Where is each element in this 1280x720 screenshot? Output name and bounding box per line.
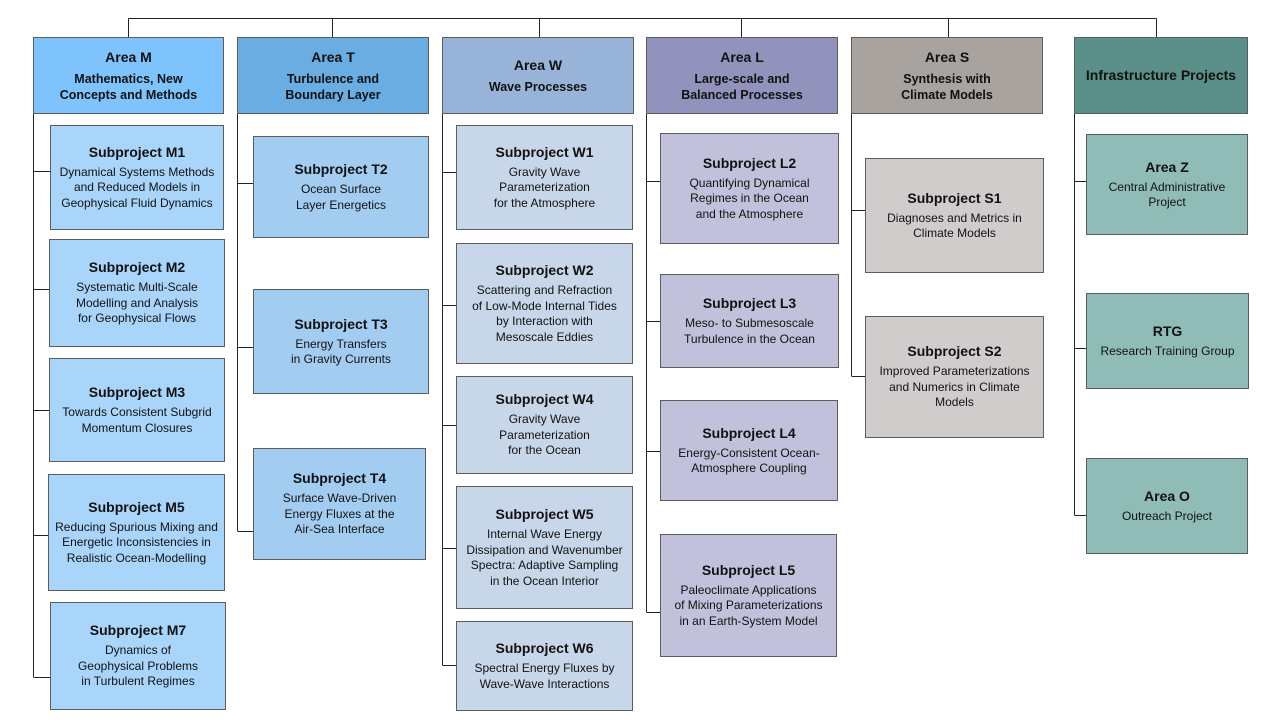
subproject-w2-desc: Scattering and Refraction of Low-Mode In…	[472, 283, 617, 344]
subproject-l3-desc: Meso- to Submesoscale Turbulence in the …	[684, 316, 815, 346]
area-l-subtitle: Large-scale and Balanced Processes	[681, 71, 803, 102]
subproject-l4-desc: Energy-Consistent Ocean- Atmosphere Coup…	[678, 445, 820, 476]
subproject-t3-desc: Energy Transfers in Gravity Currents	[290, 336, 392, 367]
subproject-s2-desc: Improved Parameterizations and Numerics …	[879, 364, 1030, 410]
subproject-m3-desc: Towards Consistent Subgrid Momentum Clos…	[62, 405, 212, 435]
area-t-subtitle: Turbulence and Boundary Layer	[285, 71, 381, 102]
subproject-t2-desc: Ocean Surface Layer Energetics	[295, 182, 387, 212]
infrastructure-header: Infrastructure Projects	[1074, 37, 1248, 114]
area-w-header: Area W Wave Processes	[442, 37, 634, 114]
area-m-subtitle: Mathematics, New Concepts and Methods	[59, 71, 198, 102]
area-w-title: Area W	[513, 56, 563, 73]
area-m-title: Area M	[105, 48, 152, 65]
rtg-title: RTG	[1152, 322, 1183, 339]
subproject-l4-title: Subproject L4	[702, 424, 796, 441]
subproject-w2-title: Subproject W2	[495, 262, 594, 278]
subproject-l5-desc: Paleoclimate Applications of Mixing Para…	[674, 582, 823, 628]
subproject-m5-title: Subproject M5	[88, 498, 185, 515]
subproject-s2-title: Subproject S2	[907, 343, 1002, 360]
subproject-m7-desc: Dynamics of Geophysical Problems in Turb…	[77, 643, 199, 689]
subproject-w2-box: Subproject W2 Scattering and Refraction …	[456, 243, 633, 364]
subproject-t4-title: Subproject T4	[292, 470, 387, 487]
subproject-m2-title: Subproject M2	[88, 259, 186, 276]
subproject-m7-box: Subproject M7 Dynamics of Geophysical Pr…	[50, 602, 226, 710]
subproject-w6-box: Subproject W6 Spectral Energy Fluxes by …	[456, 621, 633, 711]
area-m-header: Area M Mathematics, New Concepts and Met…	[33, 37, 224, 114]
subproject-w5-desc: Internal Wave Energy Dissipation and Wav…	[466, 527, 623, 588]
subproject-m1-box: Subproject M1 Dynamical Systems Methods …	[50, 125, 224, 230]
subproject-m5-desc: Reducing Spurious Mixing and Energetic I…	[55, 519, 218, 565]
area-o-title: Area O	[1144, 487, 1190, 504]
subproject-w5-title: Subproject W5	[495, 506, 594, 522]
subproject-m2-box: Subproject M2 Systematic Multi-Scale Mod…	[49, 239, 225, 347]
area-w-subtitle: Wave Processes	[488, 79, 588, 94]
subproject-w1-title: Subproject W1	[495, 143, 594, 160]
subproject-t3-box: Subproject T3 Energy Transfers in Gravit…	[253, 289, 429, 394]
subproject-m2-desc: Systematic Multi-Scale Modelling and Ana…	[75, 280, 199, 326]
area-o-box: Area O Outreach Project	[1086, 458, 1248, 554]
subproject-m3-title: Subproject M3	[88, 384, 186, 400]
subproject-t2-box: Subproject T2 Ocean Surface Layer Energe…	[253, 136, 429, 238]
area-z-title: Area Z	[1145, 158, 1189, 175]
subproject-m5-box: Subproject M5 Reducing Spurious Mixing a…	[48, 474, 225, 591]
subproject-t3-title: Subproject T3	[294, 315, 388, 332]
area-l-header: Area L Large-scale and Balanced Processe…	[646, 37, 838, 114]
area-t-title: Area T	[311, 48, 355, 65]
subproject-l2-box: Subproject L2 Quantifying Dynamical Regi…	[660, 133, 839, 244]
subproject-s1-desc: Diagnoses and Metrics in Climate Models	[887, 210, 1022, 241]
subproject-w5-box: Subproject W5 Internal Wave Energy Dissi…	[456, 486, 633, 609]
area-s-subtitle: Synthesis with Climate Models	[901, 71, 993, 102]
subproject-s1-box: Subproject S1 Diagnoses and Metrics in C…	[865, 158, 1044, 273]
subproject-l5-title: Subproject L5	[701, 561, 796, 578]
area-o-desc: Outreach Project	[1121, 508, 1213, 523]
subproject-l3-title: Subproject L3	[702, 295, 797, 311]
subproject-t2-title: Subproject T2	[294, 161, 388, 177]
area-s-title: Area S	[924, 48, 970, 65]
subproject-m1-title: Subproject M1	[88, 143, 186, 160]
subproject-l2-desc: Quantifying Dynamical Regimes in the Oce…	[689, 175, 810, 221]
area-t-header: Area T Turbulence and Boundary Layer	[237, 37, 429, 114]
subproject-s2-box: Subproject S2 Improved Parameterizations…	[865, 316, 1044, 438]
rtg-box: RTG Research Training Group	[1086, 293, 1249, 389]
subproject-w1-box: Subproject W1 Gravity Wave Parameterizat…	[456, 125, 633, 230]
subproject-l2-title: Subproject L2	[702, 154, 797, 171]
subproject-t4-box: Subproject T4 Surface Wave-Driven Energy…	[253, 448, 426, 560]
subproject-l3-box: Subproject L3 Meso- to Submesoscale Turb…	[660, 274, 839, 368]
subproject-l5-box: Subproject L5 Paleoclimate Applications …	[660, 534, 837, 657]
rtg-desc: Research Training Group	[1100, 343, 1235, 358]
subproject-w4-desc: Gravity Wave Parameterization for the Oc…	[499, 412, 590, 458]
subproject-w6-desc: Spectral Energy Fluxes by Wave-Wave Inte…	[474, 661, 615, 691]
subproject-s1-title: Subproject S1	[907, 189, 1002, 206]
subproject-w4-box: Subproject W4 Gravity Wave Parameterizat…	[456, 376, 633, 474]
subproject-m3-box: Subproject M3 Towards Consistent Subgrid…	[49, 358, 225, 462]
area-l-title: Area L	[720, 48, 764, 65]
subproject-m7-title: Subproject M7	[89, 622, 187, 639]
subproject-w1-desc: Gravity Wave Parameterization for the At…	[493, 164, 596, 210]
subproject-m1-desc: Dynamical Systems Methods and Reduced Mo…	[59, 164, 215, 210]
area-z-box: Area Z Central Administrative Project	[1086, 134, 1248, 235]
subproject-l4-box: Subproject L4 Energy-Consistent Ocean- A…	[660, 400, 838, 501]
subproject-t4-desc: Surface Wave-Driven Energy Fluxes at the…	[282, 491, 397, 537]
subproject-w4-title: Subproject W4	[495, 391, 594, 408]
infrastructure-title: Infrastructure Projects	[1085, 67, 1237, 83]
area-s-header: Area S Synthesis with Climate Models	[851, 37, 1043, 114]
area-z-desc: Central Administrative Project	[1108, 179, 1226, 210]
subproject-w6-title: Subproject W6	[495, 640, 594, 656]
